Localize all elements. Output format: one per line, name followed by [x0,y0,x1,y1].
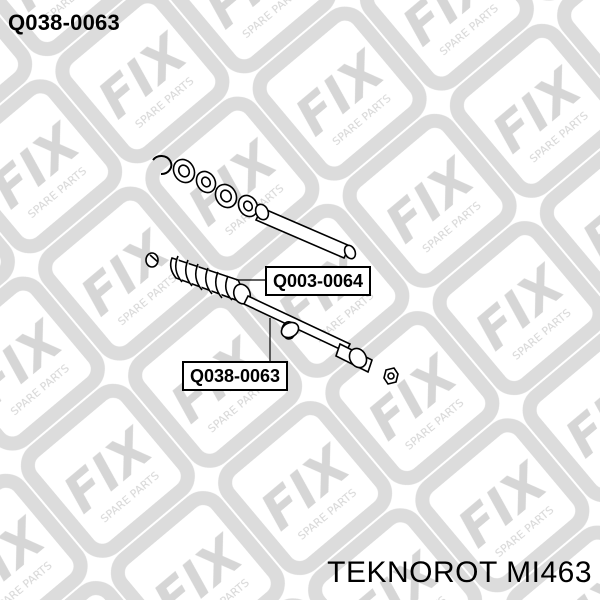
callout-tie-rod: Q038-0063 [182,361,289,391]
end-plug [145,252,159,268]
rack-tube [254,206,352,260]
snap-ring [152,155,173,176]
part-number-title: Q038-0063 [8,10,120,35]
callout-boot: Q003-0064 [265,266,372,296]
cross-reference: TEKNOROT MI463 [327,556,592,589]
steering-boot [169,255,252,305]
